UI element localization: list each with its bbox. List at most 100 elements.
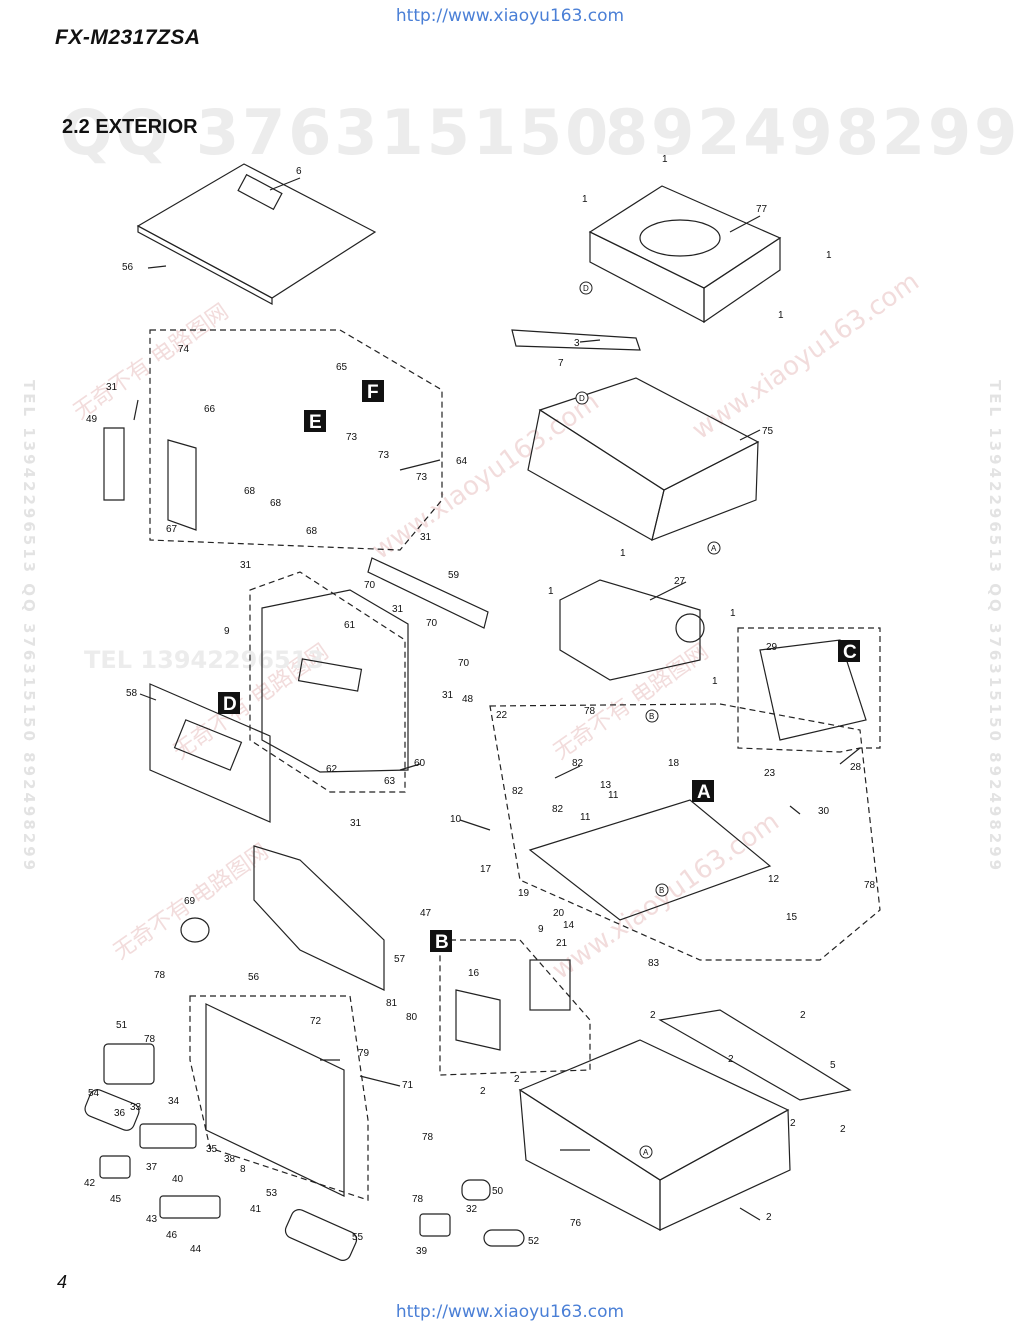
callout-82: 82 (552, 804, 564, 815)
callout-1: 1 (730, 608, 736, 619)
group-box-a (692, 780, 714, 802)
callout-31: 31 (106, 382, 118, 393)
circle-ref-letter-d: D (583, 284, 589, 293)
callout-19: 19 (518, 888, 530, 899)
group-b-outline (439, 939, 591, 1076)
cd-mech-front (589, 231, 705, 323)
group-letter-a: A (697, 782, 711, 803)
group-letter-f: F (367, 382, 379, 403)
callout-46: 46 (166, 1230, 178, 1241)
group-d-outline (249, 571, 406, 793)
callout-69: 69 (184, 896, 196, 907)
ring-52 (483, 1229, 525, 1247)
callout-1: 1 (778, 310, 784, 321)
callout-78: 78 (144, 1034, 156, 1045)
callout-38: 38 (224, 1154, 236, 1165)
button-row-34 (139, 1123, 197, 1149)
callout-1: 1 (712, 676, 718, 687)
leader (359, 1075, 401, 1087)
watermark-side-left: TEL 13942296513 QQ 376315150 892498299 (20, 380, 38, 874)
callout-2: 2 (766, 1212, 772, 1223)
callout-50: 50 (492, 1186, 504, 1197)
leader (649, 581, 687, 601)
circle-ref-a (639, 1145, 653, 1159)
callout-72: 72 (310, 1016, 322, 1027)
callout-78: 78 (412, 1194, 424, 1205)
callout-60: 60 (414, 758, 426, 769)
callout-5: 5 (830, 1060, 836, 1071)
callout-16: 16 (468, 968, 480, 979)
callout-78: 78 (154, 970, 166, 981)
group-71-outline (189, 995, 369, 1201)
callout-21: 21 (556, 938, 568, 949)
callout-31: 31 (442, 690, 454, 701)
callout-29: 29 (766, 642, 778, 653)
callout-9: 9 (224, 626, 230, 637)
bottom-chassis-front (519, 1088, 661, 1231)
bracket-57 (253, 845, 385, 991)
chassis-side (651, 441, 759, 541)
callout-1: 1 (582, 194, 588, 205)
bottom-chassis-top (518, 1039, 790, 1181)
callout-2: 2 (514, 1074, 520, 1085)
watermark-qq-left: QQ 376315150 (60, 96, 612, 169)
front-grille-71 (205, 1003, 345, 1197)
callout-67: 67 (166, 524, 178, 535)
callout-31: 31 (420, 532, 432, 543)
watermark-site: www.xiaoyu163.com (687, 267, 925, 446)
callout-27: 27 (674, 576, 686, 587)
bezel-54 (84, 1089, 140, 1131)
callout-18: 18 (668, 758, 680, 769)
callout-70: 70 (426, 618, 438, 629)
group-letter-c: C (843, 642, 857, 663)
callout-43: 43 (146, 1214, 158, 1225)
bottom-url[interactable]: http://www.xiaoyu163.com (395, 1302, 625, 1322)
callout-1: 1 (826, 250, 832, 261)
rear-bracket-5 (658, 1009, 852, 1101)
callout-11: 11 (608, 790, 619, 801)
callout-41: 41 (250, 1204, 262, 1215)
callout-53: 53 (266, 1188, 278, 1199)
group-box-e (304, 410, 326, 432)
callout-56: 56 (248, 972, 260, 983)
callout-20: 20 (553, 908, 565, 919)
flat-cable (511, 329, 641, 351)
callout-31: 31 (240, 560, 252, 571)
callout-52: 52 (528, 1236, 540, 1247)
section-title: 2.2 EXTERIOR (62, 116, 198, 138)
leader (133, 399, 139, 421)
circle-ref-b (655, 883, 669, 897)
callout-14: 14 (563, 920, 575, 931)
callout-45: 45 (110, 1194, 122, 1205)
group-box-b (430, 930, 452, 952)
callout-48: 48 (462, 694, 474, 705)
circle-ref-letter-a: A (643, 1148, 649, 1157)
callout-2: 2 (480, 1086, 486, 1097)
circle-ref-letter-a: A (711, 544, 717, 553)
callout-30: 30 (818, 806, 830, 817)
callout-40: 40 (172, 1174, 184, 1185)
top-url[interactable]: http://www.xiaoyu163.com (395, 6, 625, 26)
leader (789, 805, 801, 815)
cd-mech-disc (639, 219, 721, 257)
circle-ref-a (707, 541, 721, 555)
cd-mech-side (703, 236, 781, 324)
watermark-side-right: TEL 13942296513 QQ 376315150 892498299 (986, 380, 1004, 874)
group-box-c (838, 640, 860, 662)
board-c (759, 639, 867, 741)
callout-78: 78 (584, 706, 596, 717)
callout-64: 64 (456, 456, 468, 467)
callout-11: 11 (580, 812, 591, 823)
top-cover-edge (137, 224, 273, 306)
model-number: FX-M2317ZSA (55, 26, 201, 49)
button-39 (419, 1213, 451, 1237)
callout-10: 10 (450, 814, 462, 825)
callout-33: 33 (130, 1102, 142, 1113)
group-letter-e: E (309, 412, 322, 433)
watermark-site: www.xiaoyu163.com (367, 387, 605, 566)
leader (399, 459, 441, 471)
callout-65: 65 (336, 362, 348, 373)
callout-23: 23 (764, 768, 776, 779)
circle-ref-b (645, 709, 659, 723)
callout-32: 32 (466, 1204, 478, 1215)
